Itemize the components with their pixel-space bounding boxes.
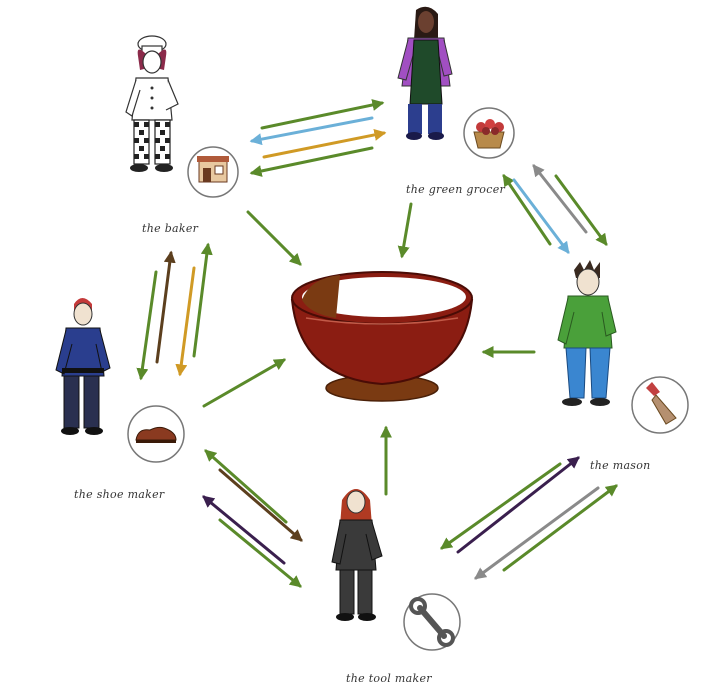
trowel-icon: [631, 376, 689, 434]
arrow-grocer-to-baker-green: [249, 146, 374, 177]
wrench-icon: [403, 593, 461, 651]
arrow-baker-to-grocer: [260, 99, 385, 130]
shoe-maker-figure: [55, 298, 111, 435]
shoe-icon: [127, 405, 185, 463]
arrow-toolmaker-to-mason-green: [502, 484, 618, 572]
arrow-mason-to-grocer-gray: [532, 164, 588, 234]
shop-icon: [187, 146, 239, 198]
mason-figure: [557, 260, 617, 406]
arrow-shoemaker-to-baker-green: [192, 242, 213, 358]
label-mason: the mason: [590, 459, 651, 472]
arrow-shoemaker-to-toolmaker-green: [218, 518, 302, 588]
green-grocer-figure: [397, 6, 453, 140]
label-shoe-maker: the shoe maker: [74, 488, 165, 501]
tool-maker-figure: [331, 489, 383, 621]
label-tool-maker: the tool maker: [346, 672, 432, 685]
arrow-mason-to-toolmaker: [440, 462, 562, 550]
arrow-baker-to-shoemaker-gold: [175, 266, 196, 377]
arrow-grocer-to-mason-green: [554, 174, 608, 246]
arrows: [136, 99, 618, 588]
arrow-shoemaker-to-toolmaker-brown: [218, 468, 303, 542]
arrow-grocer-to-baker-blue: [249, 116, 374, 146]
arrow-shoemaker-to-baker-brown: [155, 250, 176, 364]
arrow-mason-to-toolmaker-gray: [474, 486, 600, 580]
bowl-icon: [290, 271, 474, 402]
arrow-toolmaker-to-shoemaker: [204, 449, 288, 524]
label-baker: the baker: [142, 222, 199, 235]
arrow-baker-to-shoemaker: [136, 270, 158, 381]
arrow-grocer-to-bowl: [397, 202, 413, 259]
arrow-baker-to-bowl: [246, 210, 302, 266]
arrow-mason-to-grocer: [502, 174, 552, 246]
arrow-grocer-to-mason-blue: [512, 178, 570, 254]
label-green-grocer: the green grocer: [406, 183, 506, 196]
arrow-baker-to-grocer-gold: [262, 128, 387, 159]
baker-figure: [125, 35, 179, 172]
arrow-shoemaker-to-bowl: [202, 358, 287, 408]
arrow-toolmaker-to-mason-purple: [456, 456, 580, 554]
fruit-basket-icon: [463, 107, 515, 159]
arrow-toolmaker-to-shoemaker-purple: [202, 495, 286, 565]
